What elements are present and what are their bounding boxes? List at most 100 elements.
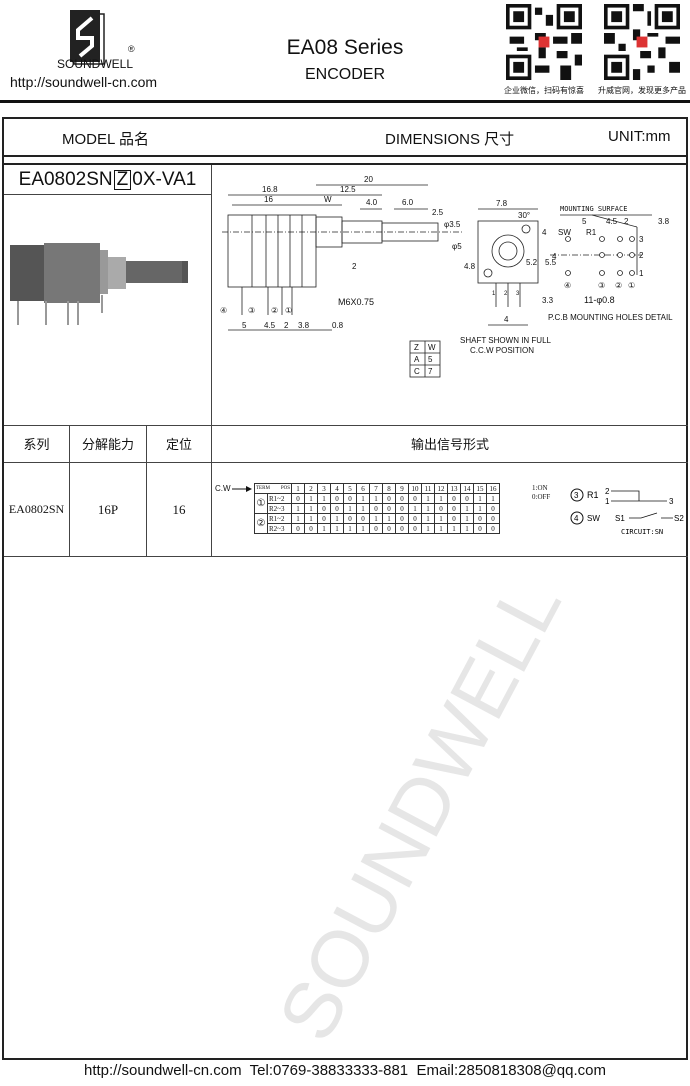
mount-r1: R1 (586, 228, 597, 237)
timing-value: 1 (473, 493, 487, 504)
pin-4: ④ (220, 306, 227, 315)
pos-header: 8 (382, 483, 396, 494)
front-dim-5-2: 5.2 (526, 258, 538, 267)
timing-value: 0 (395, 493, 409, 504)
timing-value: 1 (421, 503, 435, 514)
timing-value: 0 (395, 503, 409, 514)
divider (4, 425, 688, 426)
registered-mark: ® (128, 44, 135, 54)
term-label: TERM (256, 485, 270, 491)
timing-value: 0 (473, 513, 487, 524)
header-divider (0, 100, 690, 103)
timing-value: 0 (434, 503, 448, 514)
row-label: R2~3 (267, 503, 292, 514)
timing-value: 0 (369, 503, 383, 514)
timing-value: 1 (421, 513, 435, 524)
model-row: MODEL 品名 DIMENSIONS 尺寸 UNIT:mm (2, 117, 688, 157)
qr-caption-wechat: 企业微信，扫码有惊喜 (504, 86, 584, 95)
dim-3-8: 3.8 (298, 321, 310, 330)
group-id: ② (254, 513, 268, 534)
dim-phi3-5: φ3.5 (444, 220, 461, 229)
front-pin-1: 1 (492, 291, 496, 297)
dim-w: W (324, 195, 332, 204)
timing-value: 1 (473, 503, 487, 514)
footer-email[interactable]: Email:2850818308@qq.com (416, 1062, 606, 1079)
timing-value: 1 (330, 513, 344, 524)
pos-header: 13 (447, 483, 461, 494)
header-series: 系列 (4, 425, 70, 463)
timing-value: 1 (447, 523, 461, 534)
pos-header: 2 (304, 483, 318, 494)
qr-caption-website: 升威官网，发现更多产品 (598, 86, 686, 95)
row-label: R2~3 (267, 523, 292, 534)
timing-value: 0 (408, 513, 422, 524)
timing-value: 0 (330, 493, 344, 504)
dim-5: 5 (242, 321, 247, 330)
timing-value: 0 (486, 513, 500, 524)
dim-16: 16 (264, 195, 273, 204)
shaft-note-1: SHAFT SHOWN IN FULL (460, 336, 552, 345)
footer: http://soundwell-cn.com Tel:0769-3883333… (0, 1062, 690, 1079)
dim-2-5: 2.5 (432, 208, 444, 217)
front-pin-2: 2 (504, 291, 508, 297)
mount-pin-circ-3: ③ (598, 281, 605, 290)
timing-value: 1 (486, 493, 500, 504)
timing-value: 1 (343, 523, 357, 534)
thread-spec: M6X0.75 (338, 297, 374, 307)
timing-value: 0 (304, 523, 318, 534)
dim-2b: 2 (284, 321, 289, 330)
pin-1: ① (285, 306, 292, 315)
mount-caption: P.C.B MOUNTING HOLES DETAIL (548, 313, 673, 322)
pos-header: 9 (395, 483, 409, 494)
timing-value: 0 (382, 523, 396, 534)
row-label: R1~2 (267, 493, 292, 504)
sw-s1: S1 (615, 514, 625, 523)
header-resolution: 分解能力 (70, 425, 147, 463)
timing-value: 0 (343, 513, 357, 524)
mount-sw: SW (558, 228, 571, 237)
timing-value: 1 (317, 493, 331, 504)
mount-dim-3-8: 3.8 (658, 217, 670, 226)
zw-row-c-z: C (414, 367, 420, 376)
mount-pin-circ-2: ② (615, 281, 622, 290)
dim-12-5: 12.5 (340, 185, 356, 194)
model-label: MODEL 品名 (62, 131, 149, 148)
pos-header: 5 (343, 483, 357, 494)
mounting-surface-label: MOUNTING SURFACE (560, 205, 627, 213)
timing-value: 1 (317, 523, 331, 534)
front-dim-4: 4 (542, 228, 547, 237)
timing-value: 1 (460, 503, 474, 514)
front-dim-30-deg: 30° (518, 211, 530, 220)
page-title: EA08 Series (286, 36, 404, 59)
front-pin-3: 3 (516, 291, 520, 297)
brand-name: SOUNDWELL (56, 57, 133, 71)
timing-value: 1 (356, 523, 370, 534)
timing-value: 1 (356, 503, 370, 514)
product-photo-cell (4, 195, 212, 425)
timing-value: 0 (447, 513, 461, 524)
timing-value: 1 (369, 513, 383, 524)
footer-url[interactable]: http://soundwell-cn.com (84, 1062, 242, 1079)
unit-label: UNIT:mm (608, 128, 671, 145)
timing-value: 0 (447, 503, 461, 514)
dim-16-8: 16.8 (262, 185, 278, 194)
pos-header: 1 (291, 483, 305, 494)
timing-value: 1 (304, 503, 318, 514)
pos-header: 16 (486, 483, 500, 494)
dim-4-0: 4.0 (366, 198, 378, 207)
timing-value: 0 (486, 503, 500, 514)
zw-header-z: Z (414, 343, 419, 352)
mount-dim-4-5: 4.5 (606, 217, 618, 226)
timing-value: 1 (434, 493, 448, 504)
timing-value: 0 (291, 493, 305, 504)
mount-dim-5: 5 (582, 217, 587, 226)
header-url[interactable]: http://soundwell-cn.com (10, 74, 158, 90)
sw-s2: S2 (674, 514, 684, 523)
pin-2: ② (271, 306, 278, 315)
pos-header: 12 (434, 483, 448, 494)
